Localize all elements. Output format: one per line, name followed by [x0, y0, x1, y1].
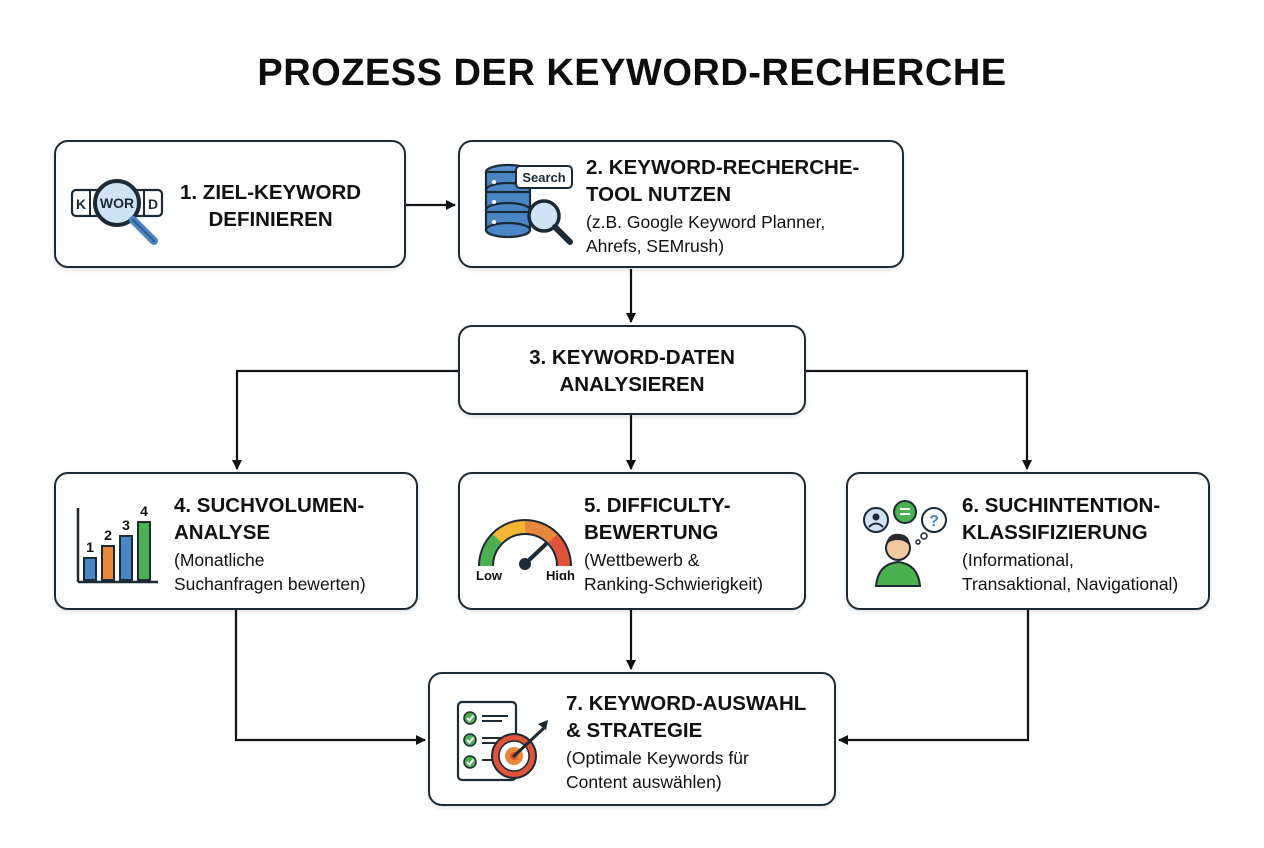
icon-search-label: Search	[522, 170, 565, 185]
arrow-4-to-7	[234, 610, 426, 745]
arrow-6-to-7	[838, 610, 1030, 745]
question-mark-glyph: ?	[929, 513, 939, 530]
step-6-description: (Informational,Transaktional, Navigation…	[962, 550, 1179, 594]
step-2-heading: 2. KEYWORD-RECHERCHE-TOOL NUTZEN	[586, 156, 860, 206]
difficulty-gauge-icon: Low High	[476, 519, 575, 580]
bar-label-3: 3	[122, 517, 130, 533]
database-search-icon: Search	[484, 163, 573, 245]
step-box-2: Search 2. KEYWORD-RECHERCHE-TOOL NUTZEN …	[458, 140, 904, 268]
user-intent-icon: ?	[863, 500, 947, 587]
step-5-heading: 5. DIFFICULTY-BEWERTUNG	[584, 494, 731, 544]
arrow-3-to-4	[232, 369, 458, 470]
gauge-high-label: High	[546, 568, 575, 580]
icon-letter-d: D	[148, 196, 158, 212]
step-box-6: ? 6. SUCHINTENTION-KLASSIFIZIERUNG (Info…	[846, 472, 1210, 610]
icon-letters-wor: WOR	[100, 195, 134, 211]
arrow-3-to-6	[806, 369, 1032, 470]
step-6-heading: 6. SUCHINTENTION-KLASSIFIZIERUNG	[962, 494, 1161, 544]
bar-chart-icon: 1 2 3 4	[76, 503, 158, 584]
bar-label-1: 1	[86, 539, 94, 555]
step-2-description: (z.B. Google Keyword Planner,Ahrefs, SEM…	[586, 212, 826, 256]
icon-letter-k: K	[76, 196, 86, 212]
step-7-heading: 7. KEYWORD-AUSWAHL& STRATEGIE	[566, 692, 807, 742]
gauge-low-label: Low	[476, 568, 503, 580]
step-4-heading: 4. SUCHVOLUMEN-ANALYSE	[174, 494, 365, 544]
step-box-7: 7. KEYWORD-AUSWAHL& STRATEGIE (Optimale …	[428, 672, 836, 806]
checklist-target-icon	[456, 700, 548, 782]
step-5-description: (Wettbewerb &Ranking-Schwierigkeit)	[584, 550, 763, 594]
bar-label-4: 4	[140, 503, 148, 519]
keyword-magnifier-icon: K D WOR	[70, 179, 164, 245]
step-box-4: 1 2 3 4 4. SUCHVOLUMEN-ANALYSE (Monatlic…	[54, 472, 418, 610]
diagram-title: PROZESS DER KEYWORD-RECHERCHE	[257, 52, 1007, 94]
bar-label-2: 2	[104, 527, 112, 543]
step-box-5: Low High 5. DIFFICULTY-BEWERTUNG (Wettbe…	[458, 472, 806, 610]
